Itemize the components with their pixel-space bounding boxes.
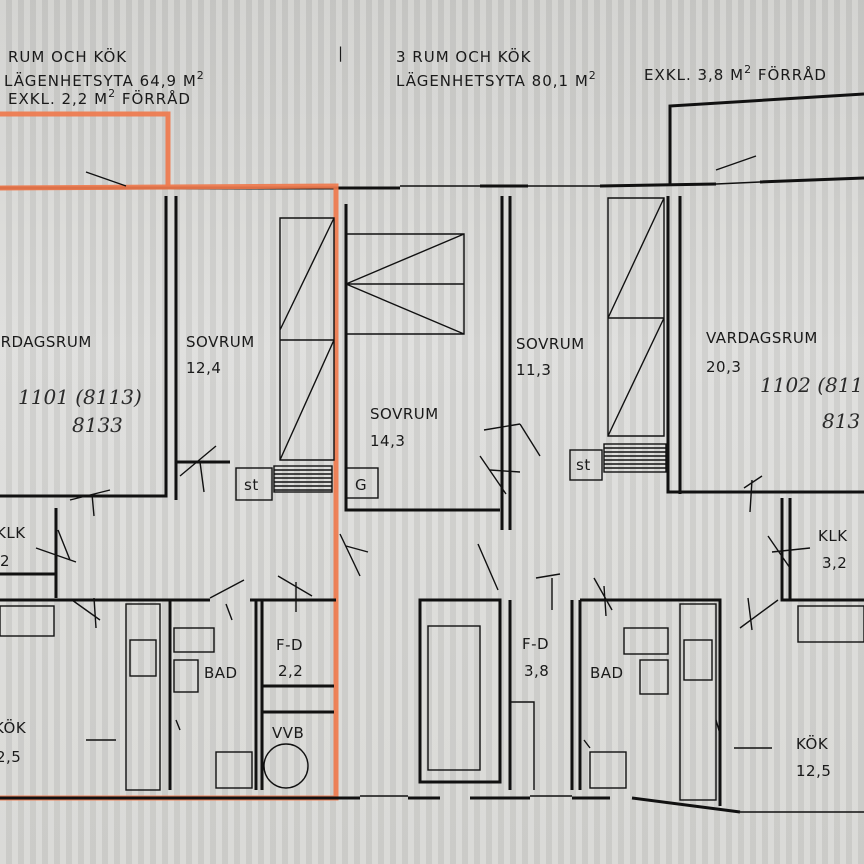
stairs-right [603,443,667,473]
sovrum-b-wall [344,204,500,512]
room-vardagsrum-right: VARDAGSRUM [706,329,818,347]
bad-walls-left [168,600,264,790]
header-left-line3: EXKL. 2,2 M2 FÖRRÅD [8,87,191,108]
fd-walls-left [262,684,334,714]
handwritten-left-line1: 1101 (8113) [18,385,142,409]
room-sovrum-b-area: 14,3 [370,432,405,450]
top-wall-right [336,176,864,190]
handwritten-right-line2: 813 [822,409,860,433]
room-sovrum-b: SOVRUM [370,405,439,423]
wardrobe-b [345,233,465,335]
room-klk-right-area: 3,2 [822,554,847,572]
room-sovrum-c: SOVRUM [516,335,585,353]
toilet-left [215,751,253,789]
room-klk-right: KLK [818,527,848,545]
klk-cabinet-right [797,605,864,643]
room-fd-left-area: 2,2 [278,662,303,680]
stove-right [683,639,713,681]
g-box [345,467,379,499]
room-bad-right: BAD [590,664,624,682]
header-right-line2: LÄGENHETSYTA 80,1 M2 [396,69,597,90]
bottom-wall [0,796,741,814]
room-kok-right: KÖK [796,734,829,753]
room-kok-right-area: 12,5 [796,762,831,780]
header-divider: | [338,44,344,62]
room-vardagsrum-left: VARDAGSRUM [0,333,92,351]
kitchen-counter-left [125,603,161,791]
top-windows [400,181,761,187]
stairs-left [273,465,333,493]
shelf-left [173,659,199,693]
room-fd-left: F-D [276,636,303,654]
handwritten-right-line1: 1102 (811 [760,373,863,397]
room-kok-left: KÖK [0,718,27,737]
klk-kok-left-walls [0,508,336,602]
room-klk-left: KLK [0,524,26,542]
vvb-circle [263,743,309,789]
klk-right-wall [780,498,864,602]
storage-highlight-left [0,111,171,186]
bad-right-walls [580,598,722,806]
room-vardagsrum-right-area: 20,3 [706,358,741,376]
room-vvb: VVB [272,724,304,742]
wardrobe-mid-inner [427,625,481,771]
room-sovrum-c-area: 11,3 [516,361,551,379]
shelf-right [639,659,669,695]
sovrum-a-wall [174,196,230,500]
bottom-windows [360,795,864,813]
room-kok-left-area: 2,5 [0,748,21,766]
handwritten-left-line2: 8133 [72,413,123,437]
wardrobe-c [607,197,665,437]
sovrum-c-left-wall [500,196,512,530]
wardrobe-mid [418,598,502,784]
room-klk-left-area: 2 [0,552,10,570]
st-box-right [569,449,603,481]
vardagsrum-right-wall [666,196,864,494]
header-left-line1: RUM OCH KÖK [8,47,127,66]
room-fd-right-area: 3,8 [524,662,549,680]
room-sovrum-a: SOVRUM [186,333,255,351]
vardagsrum-left-wall [0,196,168,498]
header-right-line2b: EXKL. 3,8 M2 FÖRRÅD [644,63,827,84]
kitchen-counter-right [679,603,717,801]
stove-left [129,639,157,677]
header-left-line2: LÄGENHETSYTA 64,9 M2 [4,69,205,90]
st-right-label: st [576,456,591,474]
room-bad-left: BAD [204,664,238,682]
toilet-right [589,751,627,789]
sink-left [173,627,215,653]
header-right-line1: 3 RUM OCH KÖK [396,47,532,66]
storage-wall-right [668,92,864,186]
klk-cabinet-left [0,605,55,637]
sink-right [623,627,669,655]
door-swings [35,155,811,749]
st-box-left [235,467,273,501]
g-label: G [355,476,367,494]
room-sovrum-a-area: 12,4 [186,359,221,377]
st-left-label: st [244,476,259,494]
room-fd-right: F-D [522,635,549,653]
wardrobe-a [279,217,335,461]
fd-right-inner [510,701,535,790]
fd-walls-right [508,600,582,790]
